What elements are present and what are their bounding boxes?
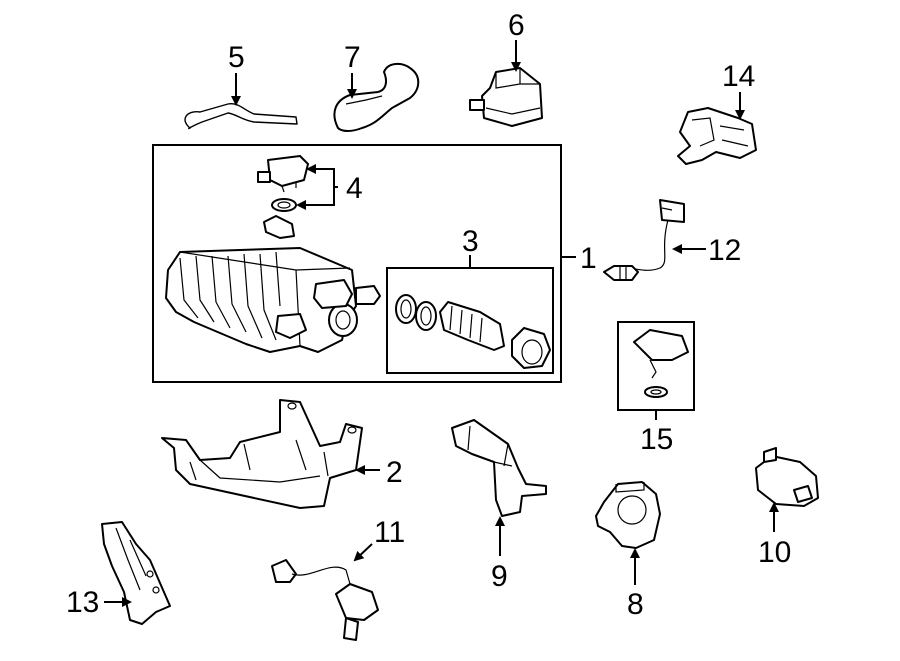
part-4-pressure-sensor[interactable] xyxy=(257,155,309,239)
part-12-oxygen-sensor[interactable] xyxy=(603,199,685,281)
part-9-bracket[interactable] xyxy=(451,419,547,517)
leader-4b xyxy=(296,187,335,210)
callout-14: 14 xyxy=(722,60,755,93)
callout-13: 13 xyxy=(66,586,99,619)
part-11-oxygen-sensor[interactable] xyxy=(271,559,379,641)
callout-labels: 5 7 6 14 4 3 1 12 15 2 11 10 9 13 8 xyxy=(66,9,791,621)
callout-1: 1 xyxy=(580,242,597,275)
part-7-hose[interactable] xyxy=(333,62,420,132)
callout-3: 3 xyxy=(462,225,479,258)
callout-12: 12 xyxy=(708,234,741,267)
callout-9: 9 xyxy=(491,560,508,593)
callout-10: 10 xyxy=(758,536,791,569)
part-14-bracket[interactable] xyxy=(677,107,757,165)
part-1-charcoal-canister[interactable] xyxy=(165,247,381,353)
leader-4a xyxy=(306,164,338,188)
part-6-purge-valve[interactable] xyxy=(469,67,543,127)
callout-8: 8 xyxy=(627,588,644,621)
callout-15: 15 xyxy=(640,423,673,456)
part-3-valve-kit[interactable] xyxy=(395,294,551,369)
part-8-valve[interactable] xyxy=(595,481,661,549)
leader-lines xyxy=(104,40,779,607)
callout-2: 2 xyxy=(386,456,403,489)
callout-7: 7 xyxy=(344,41,361,74)
part-13-heat-shield[interactable] xyxy=(101,521,171,625)
canister-assembly-box xyxy=(152,144,562,383)
callout-6: 6 xyxy=(508,9,525,42)
part-15-pressure-sensor[interactable] xyxy=(633,329,689,398)
part-5-hose[interactable] xyxy=(184,102,298,130)
part-10-pump[interactable] xyxy=(755,447,819,507)
callout-11: 11 xyxy=(374,516,405,549)
leader-11 xyxy=(353,543,373,562)
part-2-canister-bracket[interactable] xyxy=(161,399,363,509)
callout-5: 5 xyxy=(228,41,245,74)
callout-4: 4 xyxy=(346,172,363,205)
